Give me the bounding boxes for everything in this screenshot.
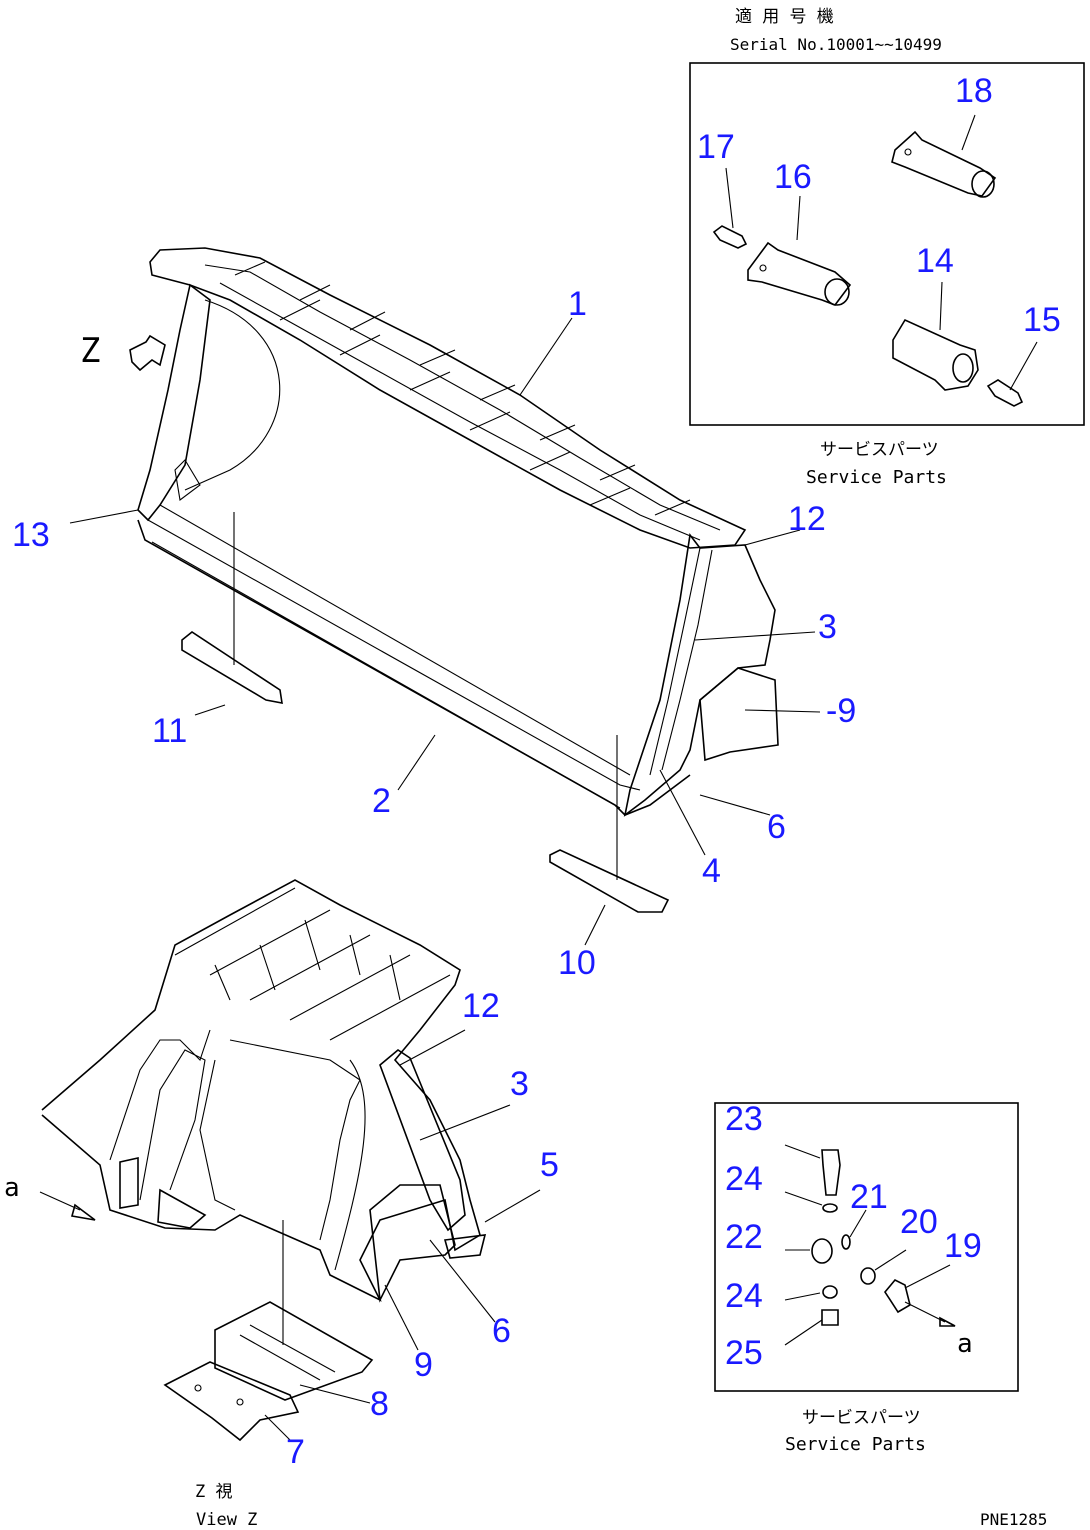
callout-16: 16 bbox=[774, 158, 812, 196]
callout-11: 11 bbox=[152, 712, 187, 750]
callout-3: 3 bbox=[818, 608, 837, 646]
callout-4: 4 bbox=[702, 852, 721, 890]
drawing-code: PNE1285 bbox=[980, 1510, 1047, 1529]
serial-number-text: Serial No.10001~~10499 bbox=[730, 35, 942, 54]
service-parts-bottom-en: Service Parts bbox=[785, 1434, 926, 1455]
pin-16-drawing bbox=[747, 195, 852, 306]
callout-9: -9 bbox=[826, 692, 856, 730]
view-z-label-en: View Z bbox=[196, 1510, 257, 1530]
view-z-arrow-letter: Z bbox=[80, 331, 100, 371]
callout-15: 15 bbox=[1023, 301, 1061, 339]
callout-17: 17 bbox=[697, 128, 735, 166]
bolt-15-drawing bbox=[986, 341, 1038, 407]
service-parts-box-top bbox=[689, 62, 1085, 426]
service-parts-bottom-jp: サービスパーツ bbox=[802, 1408, 921, 1428]
callout-9-view-z: 9 bbox=[414, 1346, 433, 1384]
callout-numbers: 1 2 3 4 6 -9 10 11 12 13 14 15 16 17 18 … bbox=[12, 72, 1061, 1471]
bolt-17-drawing bbox=[712, 167, 748, 249]
hardware-small-parts bbox=[784, 1144, 956, 1346]
bucket-view-z bbox=[39, 879, 487, 1442]
callout-13: 13 bbox=[12, 516, 50, 554]
callout-24: 24 bbox=[725, 1160, 763, 1198]
callout-24-lower: 24 bbox=[725, 1277, 763, 1315]
callout-12: 12 bbox=[788, 500, 826, 538]
leader-lines bbox=[69, 317, 821, 1441]
callout-7: 7 bbox=[286, 1433, 305, 1471]
view-z-label-jp: Z 視 bbox=[195, 1482, 232, 1502]
callout-8: 8 bbox=[370, 1385, 389, 1423]
service-parts-box-bottom bbox=[714, 1102, 1019, 1392]
callout-2: 2 bbox=[372, 782, 391, 820]
callout-20: 20 bbox=[900, 1203, 938, 1241]
service-parts-top-jp: サービスパーツ bbox=[820, 440, 939, 460]
callout-14: 14 bbox=[916, 242, 954, 280]
view-a-letter-right: a bbox=[957, 1329, 973, 1359]
service-parts-top-en: Service Parts bbox=[806, 467, 947, 488]
callout-21: 21 bbox=[850, 1178, 888, 1216]
callout-23: 23 bbox=[725, 1100, 763, 1138]
pin-14-drawing bbox=[892, 281, 979, 391]
view-a-letter-left: a bbox=[4, 1173, 20, 1203]
callout-25: 25 bbox=[725, 1334, 763, 1372]
callout-6-view-z: 6 bbox=[492, 1312, 511, 1350]
callout-10: 10 bbox=[558, 944, 596, 982]
callout-5: 5 bbox=[540, 1146, 559, 1184]
callout-6: 6 bbox=[767, 808, 786, 846]
serial-heading-jp: 適 用 号 機 bbox=[735, 7, 834, 27]
callout-19: 19 bbox=[944, 1227, 982, 1265]
bucket-assembly-main bbox=[129, 247, 779, 913]
callout-18: 18 bbox=[955, 72, 993, 110]
callout-1: 1 bbox=[568, 285, 587, 323]
callout-3-view-z: 3 bbox=[510, 1065, 529, 1103]
pin-18-drawing bbox=[891, 114, 997, 198]
callout-22: 22 bbox=[725, 1218, 763, 1256]
callout-12-view-z: 12 bbox=[462, 987, 500, 1025]
